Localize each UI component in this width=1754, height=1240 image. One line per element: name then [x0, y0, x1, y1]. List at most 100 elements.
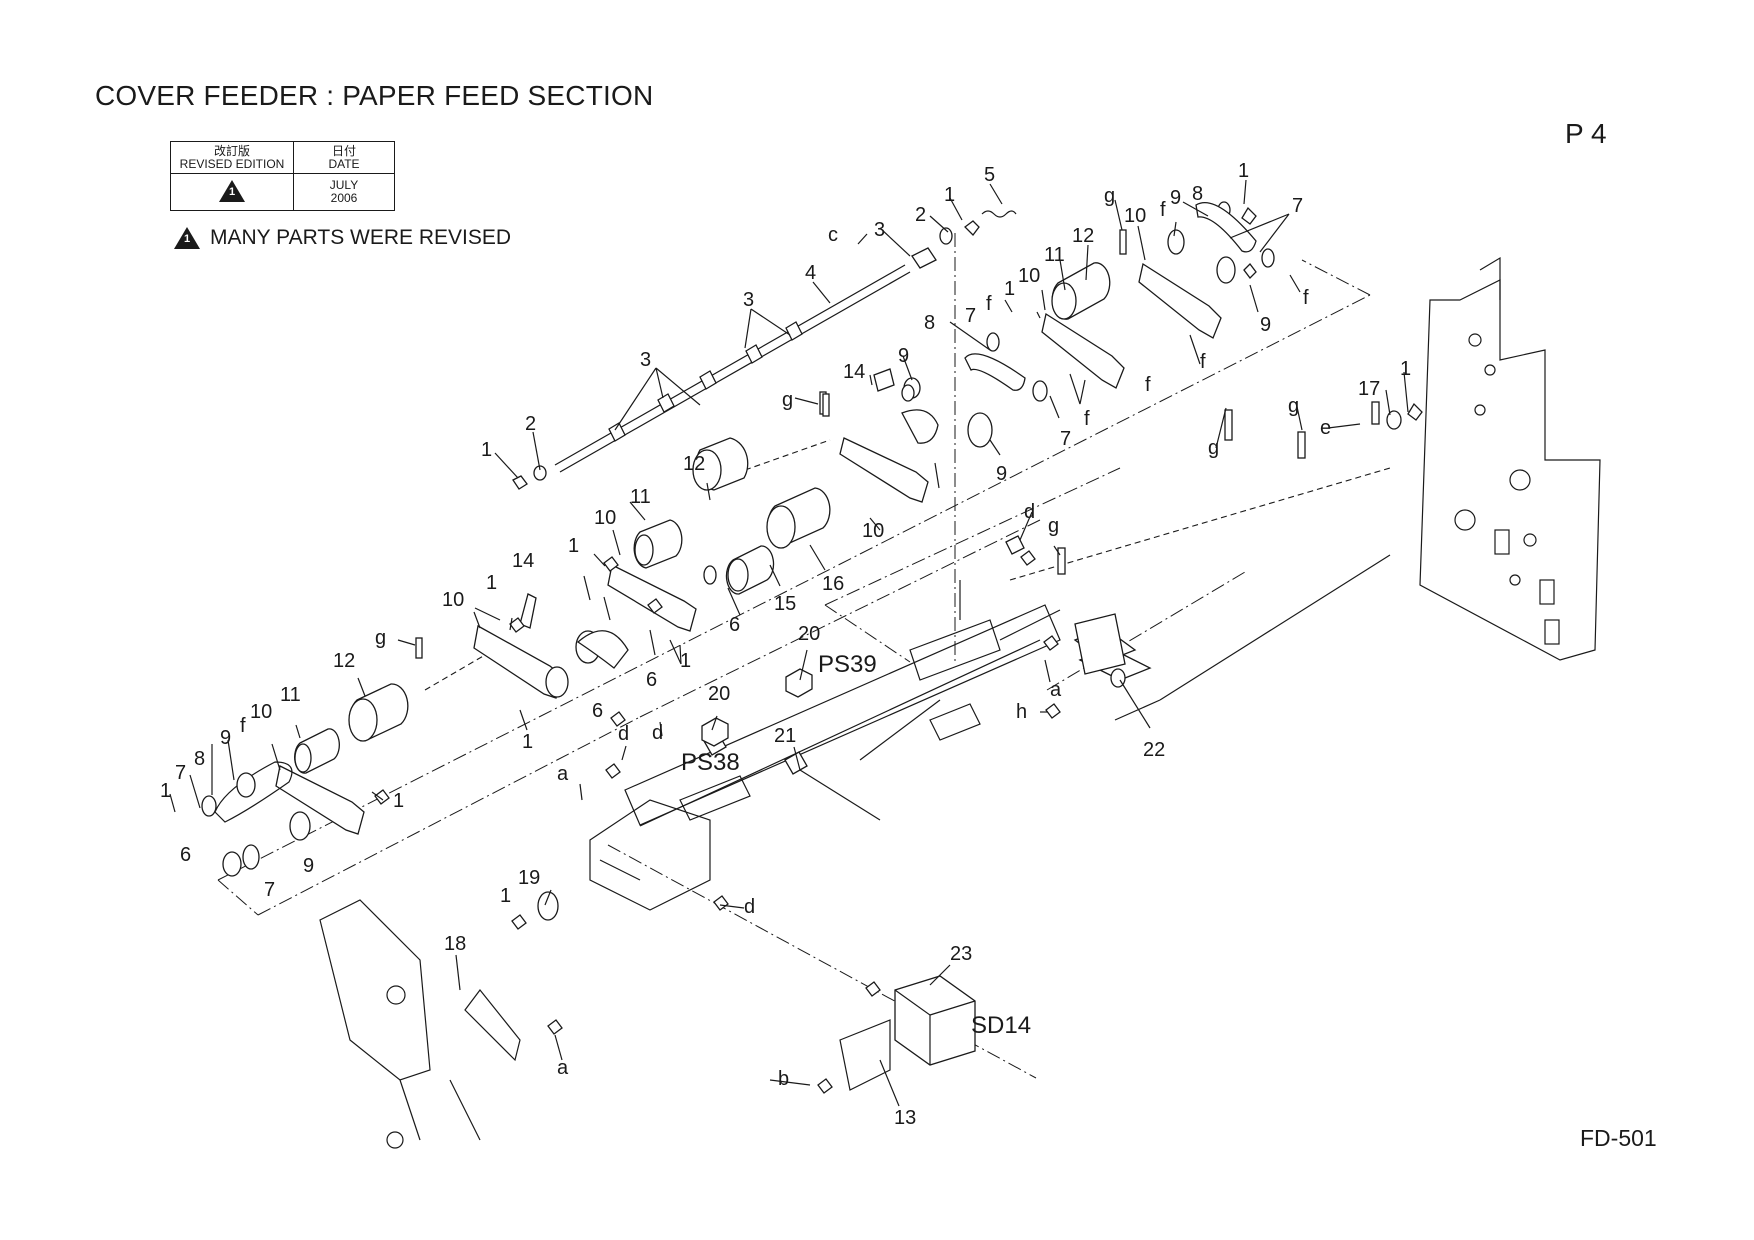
- callout: 11: [1044, 244, 1065, 266]
- callout: g: [782, 389, 793, 411]
- callout: 12: [1072, 225, 1094, 247]
- sensor-label-ps38: PS38: [681, 749, 740, 776]
- callout: 9: [220, 727, 231, 749]
- middle-roller-assembly: [607, 368, 939, 632]
- device-labels: PS39 PS38 SD14: [681, 651, 1031, 1039]
- revision-note-text: MANY PARTS WERE REVISED: [210, 226, 512, 249]
- callout: 1: [393, 790, 404, 812]
- callout: 5: [984, 164, 995, 186]
- callout: 9: [1260, 314, 1271, 336]
- callout: g: [1048, 515, 1059, 537]
- solenoid-label-sd14: SD14: [971, 1012, 1031, 1039]
- callout: 23: [950, 943, 972, 965]
- callout: 7: [965, 305, 976, 327]
- callout: f: [1145, 374, 1151, 396]
- callout: g: [1288, 395, 1299, 417]
- callout: 11: [630, 486, 651, 508]
- callout: 4: [805, 262, 816, 284]
- callout: 9: [898, 345, 909, 367]
- callout: 13: [894, 1107, 916, 1129]
- callout: 6: [592, 700, 603, 722]
- callout: 10: [442, 589, 464, 611]
- revision-table: 改訂版 REVISED EDITION 日付 DATE 1 JULY 2006: [170, 141, 395, 211]
- callout: 21: [774, 725, 796, 747]
- callout: 1: [486, 572, 497, 594]
- callout: 16: [822, 573, 844, 595]
- callout: 2: [915, 204, 926, 226]
- callout: 14: [512, 550, 534, 572]
- callout: g: [375, 627, 386, 649]
- callout: 11: [280, 684, 301, 706]
- callout: 20: [708, 683, 730, 705]
- callout: a: [557, 1057, 569, 1079]
- callout: 10: [1124, 205, 1146, 227]
- callout: 1: [522, 731, 533, 753]
- callout: g: [1104, 185, 1115, 207]
- callout: a: [557, 763, 569, 785]
- sensor-label-ps39: PS39: [818, 651, 877, 678]
- callout: 1: [500, 885, 511, 907]
- sensor-ps39: [785, 668, 813, 698]
- callout: f: [1200, 351, 1206, 373]
- main-frame-plate: [589, 535, 1126, 911]
- callout: 6: [646, 669, 657, 691]
- callout: 3: [743, 289, 754, 311]
- solenoid-sd14: [817, 975, 976, 1094]
- callout: 18: [444, 933, 466, 955]
- assembly-outline: [217, 233, 1371, 1079]
- callout: 15: [774, 593, 796, 615]
- callout: d: [744, 896, 755, 918]
- callout: 10: [862, 520, 884, 542]
- callout: f: [986, 293, 992, 315]
- callout: d: [1024, 501, 1035, 523]
- lower-left-roller-assembly: [201, 556, 663, 877]
- callout: 9: [303, 855, 314, 877]
- callout: 1: [944, 184, 955, 206]
- callout: 12: [683, 453, 705, 475]
- upper-shaft-assembly: [512, 210, 1017, 490]
- callout: 10: [250, 701, 272, 723]
- callout: 1: [160, 780, 171, 802]
- callout: 2: [525, 413, 536, 435]
- callout: e: [1320, 417, 1331, 439]
- leader-lines: [169, 179, 1409, 1107]
- callout: 1: [1400, 358, 1411, 380]
- revision-date-cell: JULY 2006: [293, 173, 395, 211]
- revision-triangle-icon: 1: [174, 227, 200, 249]
- callout: 10: [1018, 265, 1040, 287]
- callout: 9: [996, 463, 1007, 485]
- callout: 3: [640, 349, 651, 371]
- callout: 7: [264, 879, 275, 901]
- page-title: COVER FEEDER : PAPER FEED SECTION: [95, 80, 654, 111]
- callout: f: [1084, 408, 1090, 430]
- callout: 14: [843, 361, 865, 383]
- callout: 22: [1143, 739, 1165, 761]
- callout: 7: [175, 762, 186, 784]
- callout: 12: [333, 650, 355, 672]
- revised-edition-header: 改訂版 REVISED EDITION: [170, 141, 294, 174]
- revision-mark-cell: 1: [170, 173, 294, 211]
- callout: 17: [1358, 378, 1380, 400]
- callout: 1: [1004, 278, 1015, 300]
- callout: c: [828, 224, 838, 246]
- callout: 1: [1238, 160, 1249, 182]
- upper-right-roller-assembly: [822, 201, 1275, 448]
- callout: 3: [874, 219, 885, 241]
- callout: 6: [729, 614, 740, 636]
- callout: 6: [180, 844, 191, 866]
- left-lower-frame: [319, 891, 563, 1149]
- model-number: FD-501: [1580, 1125, 1657, 1151]
- callout: 8: [1192, 183, 1203, 205]
- callout: d: [652, 722, 663, 744]
- callout: 10: [594, 507, 616, 529]
- callout: f: [1160, 199, 1166, 221]
- callout: 1: [680, 650, 691, 672]
- callout: 8: [924, 312, 935, 334]
- callout: 1: [481, 439, 492, 461]
- callout: 20: [798, 623, 820, 645]
- callout: d: [618, 723, 629, 745]
- callout: f: [1303, 287, 1309, 309]
- callout: h: [1016, 701, 1027, 723]
- callout: b: [778, 1068, 789, 1090]
- callout: 8: [194, 748, 205, 770]
